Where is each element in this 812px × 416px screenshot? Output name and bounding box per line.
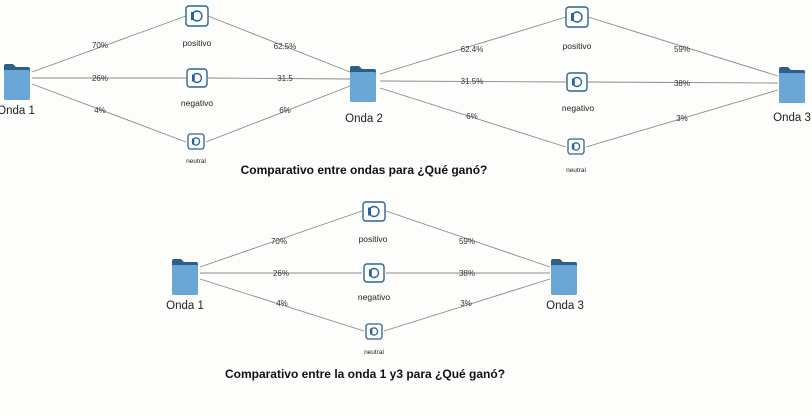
node-onda1[interactable]: Onda 1 — [0, 64, 35, 117]
diagram-title: Comparativo entre ondas para ¿Qué ganó? — [241, 163, 488, 177]
volume-icon — [365, 323, 383, 340]
node-neutral[interactable]: neutral — [364, 323, 384, 356]
volume-icon — [187, 133, 205, 150]
node-label: neutral — [364, 349, 384, 356]
node-label: negativo — [181, 98, 213, 108]
node-onda2[interactable]: Onda 2 — [345, 66, 383, 125]
edge-label: 62.5% — [274, 42, 297, 51]
node-onda3[interactable]: Onda 3 — [546, 259, 584, 312]
edge-labels: 70% 26% 4% 62.5% 31.5 6% 62.4% 31.5% 6% … — [92, 41, 690, 123]
volume-icon — [567, 138, 585, 155]
node-label: Onda 2 — [345, 113, 383, 125]
folder-icon — [4, 64, 30, 100]
folder-icon — [172, 259, 198, 295]
edge-label: 3% — [676, 114, 688, 123]
edge-onda1-positivo — [199, 210, 363, 268]
edge-onda2-neutral — [379, 87, 567, 148]
node-label: Onda 1 — [0, 105, 35, 117]
edge-label: 3% — [460, 299, 472, 308]
node-neutral[interactable]: neutral — [186, 133, 206, 165]
edge-label: 6% — [466, 112, 478, 121]
edge-label: 31.5 — [277, 74, 293, 83]
edge-label: 6% — [279, 106, 291, 115]
node-neutral[interactable]: neutral — [566, 138, 586, 174]
edge-label: 4% — [276, 299, 288, 308]
edge-label: 26% — [273, 269, 289, 278]
node-label: positivo — [183, 38, 212, 48]
edge-label: 70% — [271, 237, 287, 246]
edge-onda2-negativo — [379, 80, 567, 83]
edge-label: 59% — [459, 237, 475, 246]
volume-icon — [565, 6, 589, 28]
edge-positivo-onda3 — [385, 210, 551, 268]
diagram-wave1-vs-wave3: 70% 26% 4% 59% 38% 3% Onda 1 Onda 3 posi… — [166, 201, 584, 381]
edge-onda1-neutral — [31, 83, 187, 143]
node-positivo[interactable]: positivo — [563, 6, 592, 51]
edge-label: 4% — [94, 106, 106, 115]
edge-label: 31.5% — [461, 77, 484, 86]
edge-neutral-onda3 — [585, 89, 779, 148]
node-label: negativo — [562, 103, 594, 113]
edge-label: 38% — [674, 79, 690, 88]
volume-icon — [363, 263, 385, 283]
node-label: negativo — [358, 292, 390, 302]
volume-icon — [186, 68, 208, 88]
edge-label: 26% — [92, 74, 108, 83]
node-onda3[interactable]: Onda 3 — [773, 67, 811, 124]
folder-icon — [551, 259, 577, 295]
node-label: positivo — [563, 41, 592, 51]
diagram-wave-comparison: 70% 26% 4% 62.5% 31.5 6% 62.4% 31.5% 6% … — [0, 5, 811, 177]
node-label: neutral — [186, 158, 206, 165]
node-label: Onda 3 — [773, 112, 811, 124]
edge-onda1-neutral — [199, 278, 365, 332]
edge-onda1-positivo — [31, 15, 187, 73]
edge-positivo-onda3 — [587, 16, 779, 77]
node-negativo[interactable]: negativo — [358, 263, 390, 302]
edge-label: 70% — [92, 41, 108, 50]
edge-labels: 70% 26% 4% 59% 38% 3% — [271, 237, 475, 308]
edge-neutral-onda2 — [205, 85, 351, 143]
edge-label: 59% — [674, 45, 690, 54]
volume-icon — [185, 5, 209, 27]
edge-label: 62.4% — [461, 45, 484, 54]
edges — [31, 15, 779, 148]
edge-negativo-onda2 — [207, 77, 351, 80]
diagram-title: Comparativo entre la onda 1 y3 para ¿Qué… — [225, 367, 505, 381]
node-positivo[interactable]: positivo — [183, 5, 212, 48]
edge-negativo-onda3 — [587, 81, 779, 84]
node-negativo[interactable]: negativo — [562, 72, 594, 113]
node-positivo[interactable]: positivo — [359, 201, 388, 244]
edge-label: 38% — [459, 269, 475, 278]
edges — [199, 210, 551, 332]
node-label: neutral — [566, 167, 586, 174]
volume-icon — [362, 201, 386, 222]
node-label: Onda 1 — [166, 300, 204, 312]
volume-icon — [566, 72, 588, 92]
folder-icon — [779, 67, 805, 103]
edge-positivo-onda2 — [207, 15, 351, 73]
edge-neutral-onda3 — [383, 278, 551, 332]
node-label: Onda 3 — [546, 300, 584, 312]
node-onda1[interactable]: Onda 1 — [166, 259, 204, 312]
node-label: positivo — [359, 234, 388, 244]
folder-icon — [350, 66, 376, 102]
node-negativo[interactable]: negativo — [181, 68, 213, 108]
edge-onda2-positivo — [379, 16, 567, 75]
